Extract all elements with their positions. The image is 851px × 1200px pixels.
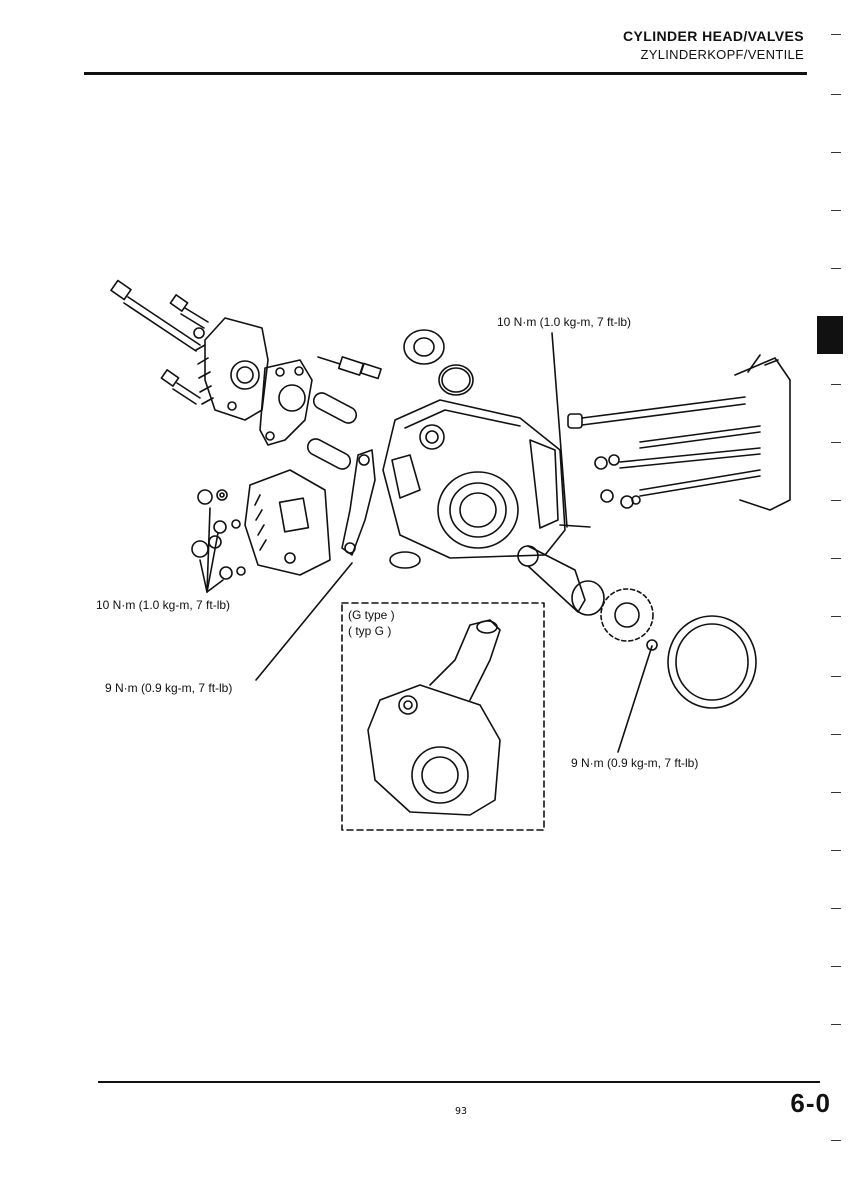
side-cover [195,317,269,421]
washer [231,519,241,529]
margin-tick [831,500,841,501]
cam-cover-plug [667,615,757,709]
washer-hole [219,492,225,498]
bolt [646,639,658,651]
torque-leader [551,332,568,528]
cap-nut [191,540,209,558]
torque-leader [617,645,653,753]
torque-label-left-lower: 9 N·m (0.9 kg-m, 7 ft-lb) [105,681,233,695]
g-type-head [367,619,501,816]
margin-tick [831,210,841,211]
margin-tick [831,616,841,617]
margin-tick [831,558,841,559]
cam-sprocket [600,588,654,642]
margin-tick [831,442,841,443]
rocker-arm [341,449,376,556]
torque-leader [199,559,208,593]
o-ring [438,364,474,396]
margin-tick [831,966,841,967]
section-number: 6-0 [790,1088,831,1118]
header-title-de: ZYLINDERKOPF/VENTILE [640,47,804,62]
dowel-pin [306,438,352,470]
margin-tick [831,268,841,269]
stud-nuts [594,454,641,509]
tappet-cap [403,329,445,365]
side-cover-gasket [259,359,313,446]
torque-leader [559,524,591,528]
cylinder-block-edge [734,354,791,511]
margin-tick [831,676,841,677]
footer-rule [98,1081,820,1083]
margin-tick [831,94,841,95]
page-number: 93 [455,1106,468,1117]
cylinder-studs [567,396,761,497]
torque-leader [255,562,353,681]
cover-bolt-long [110,279,201,352]
margin-tick [831,34,841,35]
margin-tick [831,152,841,153]
g-type-inset [341,602,545,831]
cylinder-head [382,399,566,559]
cap-nut [197,489,213,505]
torque-leader [206,532,219,593]
washer [236,566,246,576]
nut [219,566,233,580]
dowel-pin [312,392,358,424]
torque-label-left-upper: 10 N·m (1.0 kg-m, 7 ft-lb) [96,598,231,612]
margin-tick [831,908,841,909]
torque-label-top-right: 10 N·m (1.0 kg-m, 7 ft-lb) [497,315,632,329]
washer [216,489,228,501]
head-cover [244,469,331,576]
torque-label-right-lower: 9 N·m (0.9 kg-m, 7 ft-lb) [571,756,699,770]
o-ring-inner [441,367,471,393]
margin-tick [831,850,841,851]
cover-bolt-lower [160,369,201,405]
spark-plug [317,356,382,380]
margin-tick [831,384,841,385]
inset-label-de: ( typ G ) [348,624,392,638]
camshaft [517,545,605,616]
washer [389,551,421,569]
header-title-en: CYLINDER HEAD/VALVES [623,28,804,44]
header-rule [84,72,807,75]
torque-leader [206,579,224,593]
torque-leader [206,507,211,593]
margin-tick [831,1140,841,1141]
margin-tick [831,1024,841,1025]
cover-bolt-short [169,294,209,339]
margin-tick [831,792,841,793]
inset-label-en: (G type ) [348,608,395,622]
margin-tick [831,734,841,735]
section-thumb-tab [817,316,843,354]
cap-nut [213,520,227,534]
